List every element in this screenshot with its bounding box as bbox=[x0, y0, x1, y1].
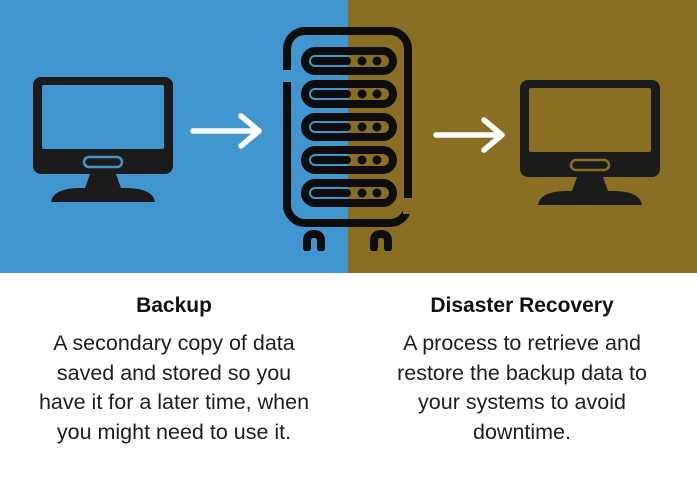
backup-description-line: A secondary copy of data bbox=[53, 331, 295, 355]
backup-description: A secondary copy of data saved and store… bbox=[9, 329, 339, 447]
disaster-recovery-description-line: your systems to avoid bbox=[418, 390, 626, 414]
backup-description-line: have it for a later time, when bbox=[38, 390, 310, 414]
server-rack-icon bbox=[281, 27, 414, 251]
disaster-recovery-description: A process to retrieve and restore the ba… bbox=[357, 329, 687, 447]
arrow-right-icon bbox=[190, 113, 262, 149]
disaster-recovery-description-line: restore the backup data to bbox=[397, 360, 647, 385]
arrow-right-icon bbox=[433, 117, 505, 153]
disaster-recovery-description-line: A process to retrieve and bbox=[403, 331, 641, 355]
illustration-band bbox=[0, 0, 697, 273]
disaster-recovery-description-line: downtime. bbox=[473, 419, 571, 444]
backup-description-line: you might need to use it. bbox=[56, 419, 292, 444]
backup-column: Backup A secondary copy of data saved an… bbox=[9, 293, 339, 447]
desktop-computer-icon bbox=[33, 77, 173, 202]
disaster-recovery-heading: Disaster Recovery bbox=[430, 294, 614, 317]
disaster-recovery-column: Disaster Recovery A process to retrieve … bbox=[357, 293, 687, 447]
desktop-computer-icon bbox=[520, 80, 660, 205]
backup-heading: Backup bbox=[136, 294, 212, 317]
backup-description-line: saved and stored so you bbox=[56, 360, 292, 385]
